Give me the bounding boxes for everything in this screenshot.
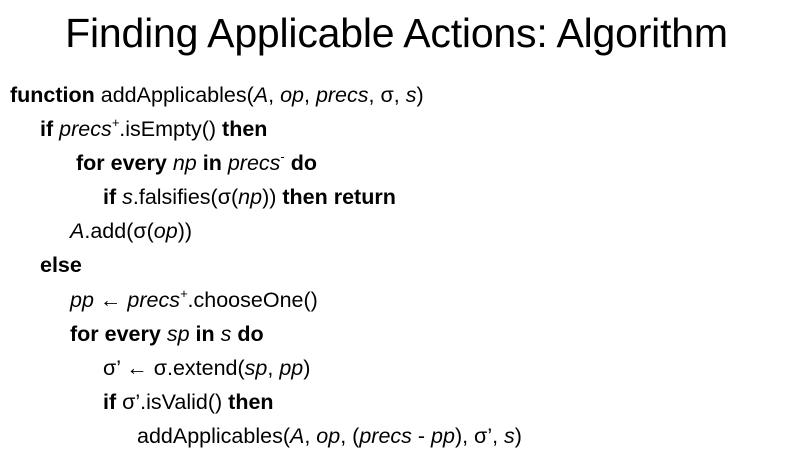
var-sp: sp (244, 356, 268, 380)
var-sigma-prime: σ’ (103, 356, 121, 380)
code-text: )) (177, 219, 193, 243)
code-text: ), σ’, (454, 424, 505, 448)
keyword-function: function (10, 83, 95, 107)
var-op: op (153, 219, 178, 243)
code-line-choose: pp ← precs+.chooseOne() (70, 287, 318, 313)
superscript-plus: + (179, 286, 188, 301)
keyword-then: then (228, 390, 274, 414)
code-line-add: A.add(σ(op)) (70, 218, 192, 244)
var-s: s (405, 83, 417, 107)
var-s: s (504, 424, 515, 448)
keyword-if: if (103, 185, 117, 209)
var-op: op (316, 424, 341, 448)
code-text: σ.extend( (153, 356, 245, 380)
var-A: A (290, 424, 305, 448)
slide-title: Finding Applicable Actions: Algorithm (65, 10, 728, 56)
code-text: ) (514, 424, 522, 448)
code-line-if-valid: if σ’.isValid() then (103, 389, 274, 415)
keyword-do: do (237, 322, 264, 346)
code-text: , σ, (368, 83, 406, 107)
code-line-extend: σ’ ← σ.extend(sp, pp) (103, 355, 310, 381)
var-pp: pp (279, 356, 304, 380)
keyword-for-every: for every (70, 322, 161, 346)
code-line-function: function addApplicables(A, op, precs, σ,… (10, 82, 424, 108)
keyword-then-return: then return (282, 185, 396, 209)
var-A: A (70, 219, 85, 243)
code-line-for-sp: for every sp in s do (70, 321, 264, 347)
code-text: .falsifies(σ( (132, 185, 239, 209)
code-line-if-falsifies: if s.falsifies(σ(np)) then return (103, 184, 396, 210)
keyword-then: then (222, 117, 268, 141)
code-line-recursive-call: addApplicables(A, op, (precs - pp), σ’, … (137, 423, 522, 449)
assign-arrow: ← (120, 356, 154, 380)
code-text: .chooseOne() (187, 288, 318, 312)
keyword-if: if (40, 117, 54, 141)
var-op: op (280, 83, 304, 107)
var-pp: pp (70, 288, 94, 312)
code-text: addApplicables( (137, 424, 290, 448)
var-sp: sp (166, 322, 190, 346)
code-text: , (303, 83, 316, 107)
var-s: s (122, 185, 133, 209)
var-precs: precs (359, 424, 412, 448)
superscript-plus: + (111, 115, 120, 130)
keyword-else: else (40, 253, 82, 277)
assign-arrow: ← (93, 288, 128, 312)
code-text: , (304, 424, 317, 448)
code-text: ) (416, 83, 424, 107)
code-line-for-np: for every np in precs- do (76, 150, 317, 176)
code-text: .isEmpty() (119, 117, 223, 141)
var-A: A (253, 83, 269, 107)
code-text: .add(σ( (84, 219, 154, 243)
keyword-in: in (195, 322, 215, 346)
code-text: , ( (340, 424, 360, 448)
code-text: , (267, 356, 280, 380)
code-line-else: else (40, 252, 82, 278)
code-text: , (268, 83, 281, 107)
var-precs: precs (315, 83, 369, 107)
var-np: np (238, 185, 263, 209)
var-np: np (172, 151, 197, 175)
code-text: σ’.isValid() (116, 390, 229, 414)
var-s: s (220, 322, 232, 346)
var-precs: precs (59, 117, 112, 141)
code-text: )) (262, 185, 283, 209)
keyword-do: do (290, 151, 318, 175)
code-text: ) (303, 356, 311, 380)
var-pp: pp (431, 424, 455, 448)
keyword-for-every: for every (76, 151, 167, 175)
keyword-if: if (103, 390, 117, 414)
code-text: addApplicables( (94, 83, 254, 107)
var-precs: precs (227, 151, 281, 175)
code-text: - (411, 424, 432, 448)
superscript-minus: - (280, 149, 285, 164)
var-precs: precs (127, 288, 180, 312)
keyword-in: in (202, 151, 222, 175)
code-line-if-empty: if precs+.isEmpty() then (40, 116, 267, 142)
